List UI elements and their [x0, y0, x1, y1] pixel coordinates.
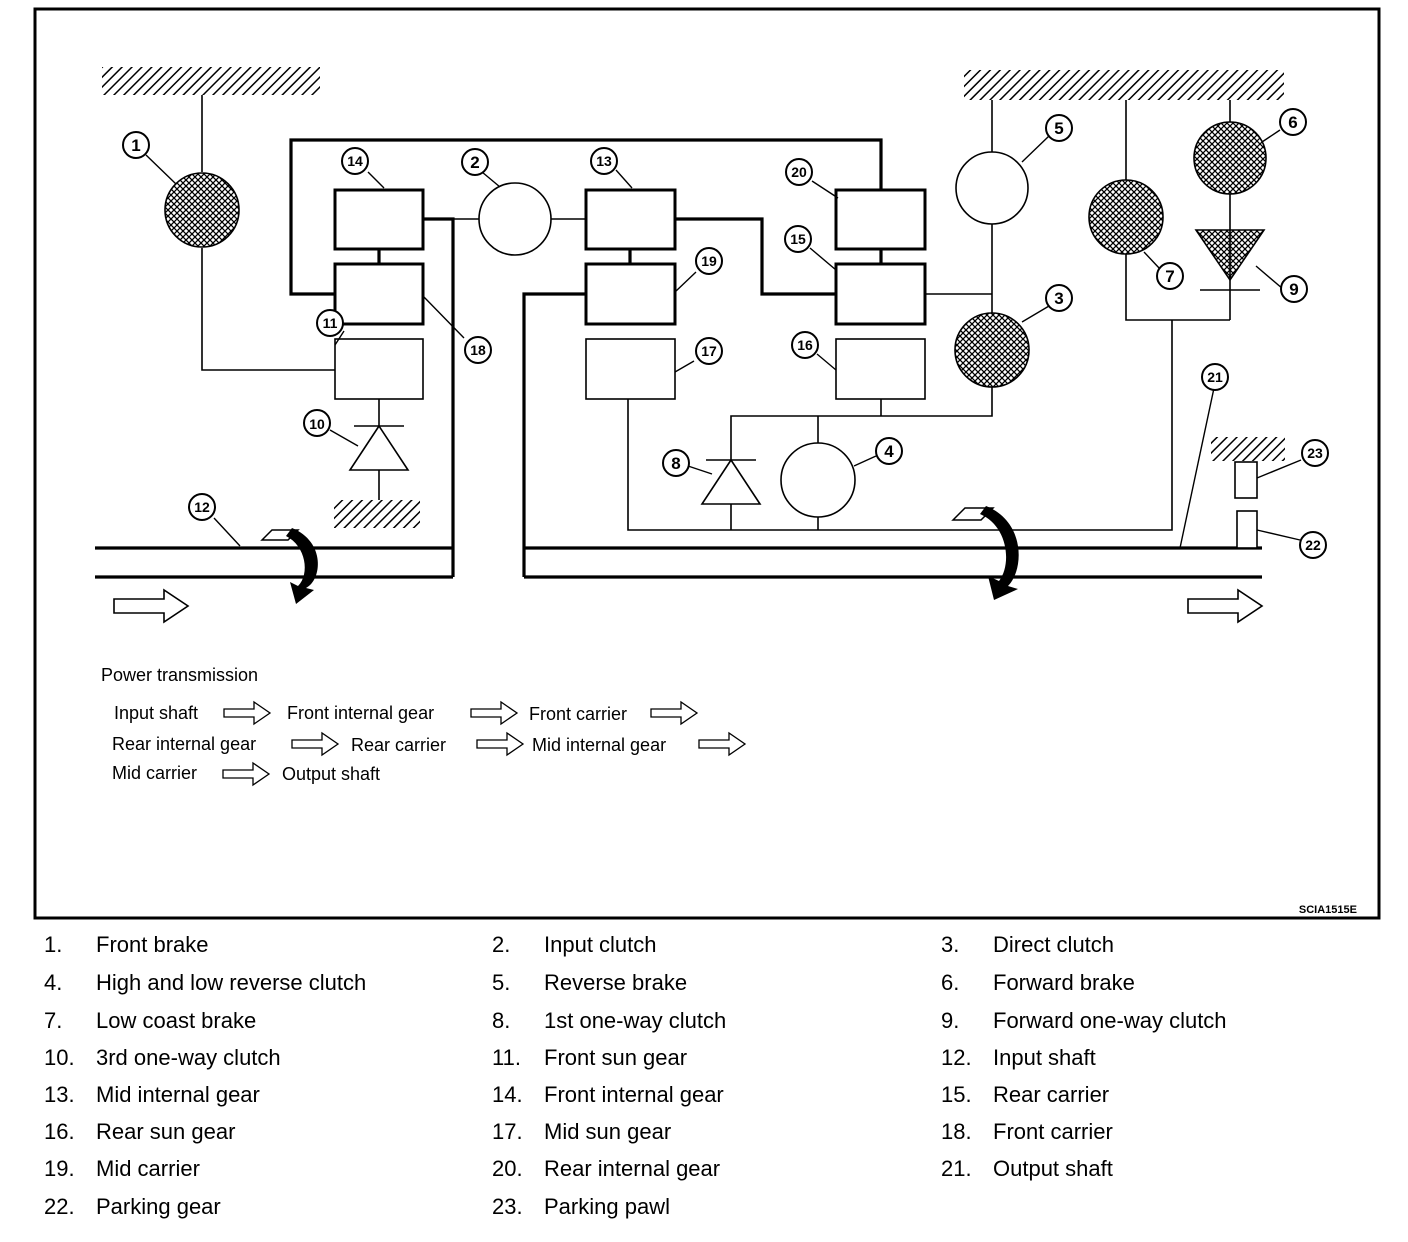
forward-one-way-clutch-symbol — [1194, 229, 1266, 291]
callout-label: 5 — [1054, 119, 1063, 138]
flow-step: Front internal gear — [287, 703, 434, 723]
flow-step: Rear carrier — [351, 735, 446, 755]
callout-label: 15 — [790, 231, 806, 247]
ground-3rd-owc — [334, 500, 420, 528]
reverse-brake-circle — [955, 151, 1029, 225]
callout-4: 4 — [875, 437, 903, 465]
callout-9: 9 — [1280, 275, 1308, 303]
callout-11: 11 — [316, 309, 344, 337]
front-internal-gear-box — [333, 188, 425, 251]
flow-step: Front carrier — [529, 704, 627, 724]
low-coast-brake-circle — [1088, 179, 1164, 255]
callout-22: 22 — [1299, 531, 1327, 559]
flow-step: Mid internal gear — [532, 735, 666, 755]
callout-6: 6 — [1279, 108, 1307, 136]
front-carrier-box — [333, 262, 425, 326]
callout-19: 19 — [695, 247, 723, 275]
callout-13: 13 — [590, 147, 618, 175]
thick-connections — [95, 138, 1262, 579]
flow-arrow-icon — [291, 731, 340, 757]
callout-label: 8 — [671, 454, 680, 473]
callout-label: 13 — [596, 153, 612, 169]
callout-2: 2 — [461, 148, 489, 176]
callout-label: 11 — [323, 315, 338, 331]
callout-17: 17 — [695, 337, 723, 365]
callout-label: 22 — [1305, 537, 1321, 553]
mid-internal-gear-box — [584, 188, 677, 251]
callout-14: 14 — [341, 147, 369, 175]
front-brake-circle — [164, 172, 240, 248]
callout-7: 7 — [1156, 262, 1184, 290]
callout-label: 17 — [701, 343, 717, 359]
mid-carrier-box — [584, 262, 677, 326]
mid-sun-gear-box — [585, 338, 676, 400]
callout-label: 2 — [470, 153, 479, 172]
input-clutch-circle — [478, 182, 552, 256]
parking-gear — [1236, 510, 1258, 549]
input-rotation-arrow-icon — [260, 528, 318, 604]
ground-front-brake — [102, 67, 320, 95]
power-transmission-title: Power transmission — [101, 665, 258, 685]
rear-internal-gear-box — [834, 188, 927, 251]
rear-sun-gear-box — [835, 338, 926, 400]
flow-arrow-icon — [223, 700, 272, 726]
callout-label: 16 — [797, 337, 813, 353]
diagram-frame — [33, 7, 1381, 920]
flow-step: Input shaft — [114, 703, 198, 723]
3rd-one-way-clutch-symbol — [348, 424, 410, 471]
direct-clutch-circle — [954, 312, 1030, 388]
callout-label: 7 — [1165, 267, 1174, 286]
flow-step: Mid carrier — [112, 763, 197, 783]
power-flow: Input shaft Front internal gear Front ca… — [112, 700, 747, 787]
callout-5: 5 — [1045, 114, 1073, 142]
flow-arrow-icon — [470, 700, 519, 726]
flow-arrow-icon — [222, 761, 271, 787]
ground-parking — [1211, 437, 1285, 461]
callout-label: 6 — [1288, 113, 1297, 132]
input-flow-arrow-icon — [113, 588, 190, 624]
parking-pawl — [1234, 461, 1258, 499]
1st-one-way-clutch-symbol — [700, 458, 762, 505]
component-legend: 1.Front brake 2.Input clutch 3.Direct cl… — [44, 932, 1227, 1219]
forward-brake-circle — [1193, 121, 1267, 195]
callout-3: 3 — [1045, 284, 1073, 312]
callout-label: 18 — [470, 342, 486, 358]
callout-label: 9 — [1289, 280, 1298, 299]
callout-label: 1 — [131, 136, 140, 155]
output-flow-arrow-icon — [1187, 588, 1264, 624]
callout-20: 20 — [785, 158, 813, 186]
callout-label: 12 — [194, 499, 210, 515]
flow-arrow-icon — [698, 731, 747, 757]
flow-step: Rear internal gear — [112, 734, 256, 754]
callout-label: 20 — [791, 164, 807, 180]
callout-label: 19 — [701, 253, 717, 269]
rear-carrier-box — [834, 262, 927, 326]
callout-8: 8 — [662, 449, 690, 477]
thin-connections — [201, 95, 1231, 531]
callout-label: 14 — [347, 153, 363, 169]
front-sun-gear-box — [334, 338, 424, 400]
callout-23: 23 — [1301, 439, 1329, 467]
figure-code: SCIA1515E — [1299, 904, 1357, 916]
callout-label: 4 — [884, 442, 894, 461]
callout-16: 16 — [791, 331, 819, 359]
callout-21: 21 — [1201, 363, 1229, 391]
callout-1: 1 — [122, 131, 150, 159]
ground-right — [964, 70, 1284, 100]
callout-10: 10 — [303, 409, 331, 437]
flow-arrow-icon — [650, 700, 699, 726]
high-low-reverse-clutch-circle — [780, 442, 856, 518]
callout-15: 15 — [784, 225, 812, 253]
callout-label: 23 — [1307, 445, 1323, 461]
output-rotation-arrow-icon — [951, 506, 1019, 600]
leader-lines — [145, 129, 1302, 549]
callout-label: 10 — [309, 416, 325, 432]
callout-label: 3 — [1054, 289, 1063, 308]
callout-label: 21 — [1207, 369, 1223, 385]
flow-step: Output shaft — [282, 764, 380, 784]
powertrain-schematic: 1 2 3 4 5 6 7 8 9 10 11 12 13 14 15 16 1… — [33, 7, 1381, 920]
callout-18: 18 — [464, 336, 492, 364]
flow-arrow-icon — [476, 731, 525, 757]
callout-12: 12 — [188, 493, 216, 521]
